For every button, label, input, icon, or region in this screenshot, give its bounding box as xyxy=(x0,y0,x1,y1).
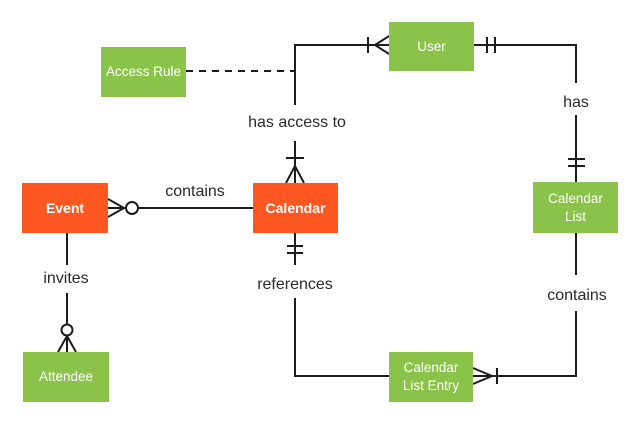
relationship-label-references: references xyxy=(257,276,333,293)
connector-contains-events xyxy=(107,198,253,218)
connector-has xyxy=(474,37,585,182)
entity-calendar-list: Calendar List xyxy=(533,182,618,233)
crowfoot-many-calendar xyxy=(285,163,305,184)
connector-references xyxy=(287,233,389,377)
ticks-exactly-one-calendar-ref xyxy=(287,245,303,254)
entity-calendar: Calendar xyxy=(253,183,338,233)
entity-user: User xyxy=(389,22,474,71)
entity-calendar-list-entry: Calendar List Entry xyxy=(389,352,473,402)
crowfoot-many-attendee xyxy=(57,335,77,353)
entity-attendee-label: Attendee xyxy=(38,369,94,385)
entity-event: Event xyxy=(22,183,108,233)
connector-invites xyxy=(57,233,77,353)
connector-contains-entries xyxy=(472,233,577,385)
relationship-label-has: has xyxy=(563,94,589,111)
ticks-exactly-one-calendar-list xyxy=(568,158,585,167)
entity-access-rule-label: Access Rule xyxy=(105,64,182,80)
entity-access-rule: Access Rule xyxy=(101,47,186,97)
entity-attendee: Attendee xyxy=(23,352,109,402)
crowfoot-many-event xyxy=(107,198,125,218)
relationship-label-has-access-to: has access to xyxy=(248,114,346,131)
entity-event-label: Event xyxy=(45,199,85,216)
entity-calendar-label: Calendar xyxy=(265,199,326,216)
entity-calendar-list-label: Calendar List xyxy=(548,190,603,224)
connector-has-access-to xyxy=(285,35,390,184)
crowfoot-zero-event xyxy=(125,201,139,215)
line-references xyxy=(294,233,389,377)
ticks-exactly-one-user xyxy=(486,37,496,53)
crowfoot-many-entry xyxy=(472,367,495,385)
crowfoot-zero-attendee xyxy=(60,323,74,337)
relationship-label-invites: invites xyxy=(43,270,89,287)
entity-user-label: User xyxy=(417,38,446,54)
entity-calendar-list-entry-label: Calendar List Entry xyxy=(402,360,460,393)
crowfoot-many-user xyxy=(373,35,390,55)
relationship-label-contains-events: contains xyxy=(165,183,225,200)
line-has xyxy=(474,44,577,182)
relationship-label-contains-entries: contains xyxy=(547,287,607,304)
line-has-access-to xyxy=(294,44,389,183)
